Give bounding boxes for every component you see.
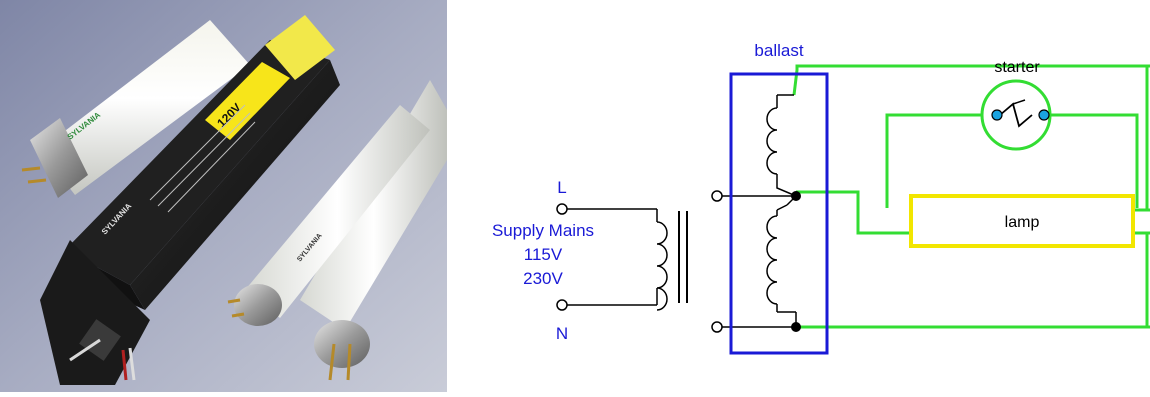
wire-starter-right (1045, 113, 1139, 208)
supply-mains-label: Supply Mains (492, 221, 594, 240)
line-label: L (557, 178, 566, 197)
junction-dot-bottom (791, 322, 801, 332)
lamp-label: lamp (1005, 214, 1040, 231)
junction-dot-mid (791, 191, 801, 201)
wiring-diagram-svg: ballast starter lamp L N Supply Mains 11… (492, 41, 1150, 355)
starter-contact (999, 102, 1033, 128)
starter-electrode-right (1038, 109, 1050, 121)
transformer-circuit (567, 94, 797, 328)
wire-ballast-to-lamp (796, 190, 912, 235)
terminal-neutral (556, 299, 568, 311)
starter-electrode-left (991, 109, 1003, 121)
voltage-230-label: 230V (523, 269, 563, 288)
fluorescent-tube-middle: SYLVANIA (227, 105, 430, 326)
ballast-unit: 120V SYLVANIA (40, 15, 340, 385)
ballast-box (729, 72, 829, 355)
ballast-label: ballast (754, 41, 803, 60)
terminal-tap-115v (711, 190, 723, 202)
neutral-label: N (556, 324, 568, 343)
terminal-line (556, 203, 568, 215)
wire-starter-left (885, 113, 987, 208)
green-wires (792, 64, 1150, 329)
ballast-and-lamps-photo: SYLVANIA SYLVANIA (0, 0, 447, 392)
lamp-box (909, 194, 1135, 248)
voltage-115-label: 115V (524, 245, 563, 264)
fluorescent-tube-top: SYLVANIA (21, 20, 250, 198)
wire-top (792, 64, 1150, 96)
terminal-tap-common (711, 321, 723, 333)
starter-symbol (980, 79, 1052, 151)
product-photo: SYLVANIA SYLVANIA (0, 0, 447, 392)
wiring-diagram: ballast starter lamp L N Supply Mains 11… (447, 0, 1150, 392)
starter-label: starter (994, 59, 1040, 76)
